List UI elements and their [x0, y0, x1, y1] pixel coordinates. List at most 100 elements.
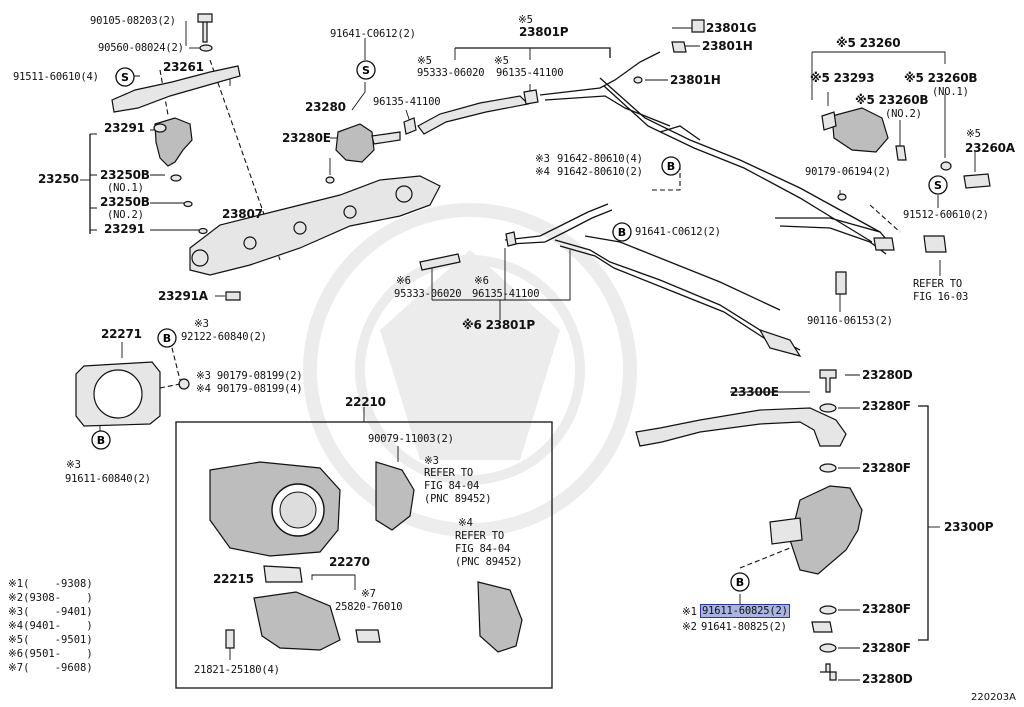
label-91641-80825[interactable]: 91641-80825(2) [701, 621, 787, 633]
label-90179-08199-2[interactable]: ※3 90179-08199(2) [196, 370, 303, 382]
label-90105-08203[interactable]: 90105-08203(2) [90, 15, 176, 27]
label-x3-b: ※3 [194, 318, 209, 330]
label-90560-08024[interactable]: 90560-08024(2) [98, 42, 184, 54]
delivery-pipe-23807 [189, 175, 441, 276]
label-91642-80610-4[interactable]: 91642-80610(4) [557, 153, 643, 165]
label-refer-16-03-b[interactable]: FIG 16-03 [913, 291, 969, 303]
label-x2: ※2 [682, 621, 697, 633]
svg-text:B: B [736, 576, 744, 589]
label-96135-41100-c[interactable]: 96135-41100 [472, 288, 540, 300]
label-no1-b: (NO.1) [932, 86, 969, 98]
label-x5-b: ※5 [494, 55, 509, 67]
label-x5-c: ※5 [518, 14, 533, 26]
label-23801H-1[interactable]: 23801H [702, 39, 753, 53]
label-23250B-no2[interactable]: 23250B [100, 195, 150, 209]
b-marker-4 [91, 430, 111, 450]
label-96135-41100-a[interactable]: 96135-41100 [496, 67, 564, 79]
label-refer-84-04-b1: REFER TO [455, 530, 504, 542]
label-90179-08199-4[interactable]: ※4 90179-08199(4) [196, 383, 303, 395]
label-23291A[interactable]: 23291A [158, 289, 208, 303]
label-21821-25180[interactable]: 21821-25180(4) [194, 664, 280, 676]
label-x3-d: ※3 [424, 455, 439, 467]
label-refer-84-04-a2[interactable]: FIG 84-04 [424, 480, 480, 492]
label-23293[interactable]: ※5 23293 [810, 71, 875, 85]
label-x3-a: ※3 [535, 153, 550, 165]
label-23280[interactable]: 23280 [305, 100, 346, 114]
label-22210[interactable]: 22210 [345, 395, 386, 409]
fuel-pump-assembly-23260 [831, 107, 889, 153]
mid-tubes [419, 165, 802, 357]
label-23260B-2[interactable]: ※5 23260B [855, 93, 929, 107]
union-23801G [691, 19, 705, 33]
label-23250B-no1[interactable]: 23250B [100, 168, 150, 182]
label-22215[interactable]: 22215 [213, 572, 254, 586]
label-90079-11003[interactable]: 90079-11003(2) [368, 433, 454, 445]
label-23280F-2[interactable]: 23280F [862, 461, 911, 475]
damper-group [635, 369, 940, 681]
label-23291-a[interactable]: 23291 [104, 121, 145, 135]
label-92122-60840[interactable]: 92122-60840(2) [181, 331, 267, 343]
label-23280D-1[interactable]: 23280D [862, 368, 913, 382]
label-23280F-1[interactable]: 23280F [862, 399, 911, 413]
label-22271[interactable]: 22271 [101, 327, 142, 341]
label-23280F-4[interactable]: 23280F [862, 641, 911, 655]
throttle-position-sensor [477, 581, 523, 653]
label-95333-06020-b[interactable]: 95333-06020 [394, 288, 462, 300]
label-23801P-b[interactable]: ※6 23801P [462, 318, 535, 332]
label-no2-a: (NO.2) [107, 209, 144, 221]
label-23801H-2[interactable]: 23801H [670, 73, 721, 87]
label-90116-06153[interactable]: 90116-06153(2) [807, 315, 893, 327]
label-x5-d: ※5 [966, 128, 981, 140]
label-23280D-2[interactable]: 23280D [862, 672, 913, 686]
label-23280F-3[interactable]: 23280F [862, 602, 911, 616]
legend-item-1: ※1( -9308) [8, 578, 93, 590]
label-22270[interactable]: 22270 [329, 555, 370, 569]
legend-item-2: ※2(9308- ) [8, 592, 93, 604]
label-23260[interactable]: ※5 23260 [836, 36, 901, 50]
svg-text:B: B [163, 332, 171, 345]
throttle-sensor-part [375, 461, 415, 531]
svg-text:B: B [97, 434, 105, 447]
sensor-25820 [355, 629, 381, 643]
label-91511-60610[interactable]: 91511-60610(4) [13, 71, 99, 83]
label-x6-b: ※6 [474, 275, 489, 287]
label-refer-84-04-b2[interactable]: FIG 84-04 [455, 543, 511, 555]
label-x7: ※7 [361, 588, 376, 600]
label-91611-60840[interactable]: 91611-60840(2) [65, 473, 151, 485]
label-23261[interactable]: 23261 [163, 60, 204, 74]
idle-air-control-valve-22270 [253, 591, 341, 651]
label-x1: ※1 [682, 606, 697, 618]
label-23801G[interactable]: 23801G [706, 21, 757, 35]
label-23260A[interactable]: 23260A [965, 141, 1015, 155]
label-90179-06194[interactable]: 90179-06194(2) [805, 166, 891, 178]
label-23280E[interactable]: 23280E [282, 131, 331, 145]
label-91611-60825-highlighted[interactable]: 91611-60825(2) [700, 604, 790, 618]
bolt-23280D-bottom [820, 663, 837, 681]
label-23300E[interactable]: 23300E [730, 385, 779, 399]
label-23250[interactable]: 23250 [38, 172, 79, 186]
injector-parts [111, 13, 441, 301]
legend-item-5: ※5( -9501) [8, 634, 93, 646]
washer-90560 [199, 44, 213, 52]
pressure-regulator-23280 [335, 123, 375, 163]
label-91642-80610-2[interactable]: 91642-80610(2) [557, 166, 643, 178]
label-91512-60610[interactable]: 91512-60610(2) [903, 209, 989, 221]
legend-item-3: ※3( -9401) [8, 606, 93, 618]
pulsation-damper-23300P [789, 485, 863, 575]
label-23300P[interactable]: 23300P [944, 520, 994, 534]
label-91641-C0612-top[interactable]: 91641-C0612(2) [330, 28, 416, 40]
label-95333-06020-a[interactable]: 95333-06020 [417, 67, 485, 79]
circle-markers: S S S B B B B B [91, 60, 948, 592]
label-23807[interactable]: 23807 [222, 207, 263, 221]
label-x5-a: ※5 [417, 55, 432, 67]
grommet-23291A [225, 291, 241, 301]
label-23291-b[interactable]: 23291 [104, 222, 145, 236]
label-96135-41100-b[interactable]: 96135-41100 [373, 96, 441, 108]
label-23801P[interactable]: 23801P [519, 25, 569, 39]
label-91641-C0612-mid[interactable]: 91641-C0612(2) [635, 226, 721, 238]
b-marker-1 [661, 156, 681, 176]
label-25820-76010[interactable]: 25820-76010 [335, 601, 403, 613]
hose-23300E [635, 407, 847, 447]
b-marker-3 [157, 328, 177, 348]
label-23260B-1[interactable]: ※5 23260B [904, 71, 978, 85]
